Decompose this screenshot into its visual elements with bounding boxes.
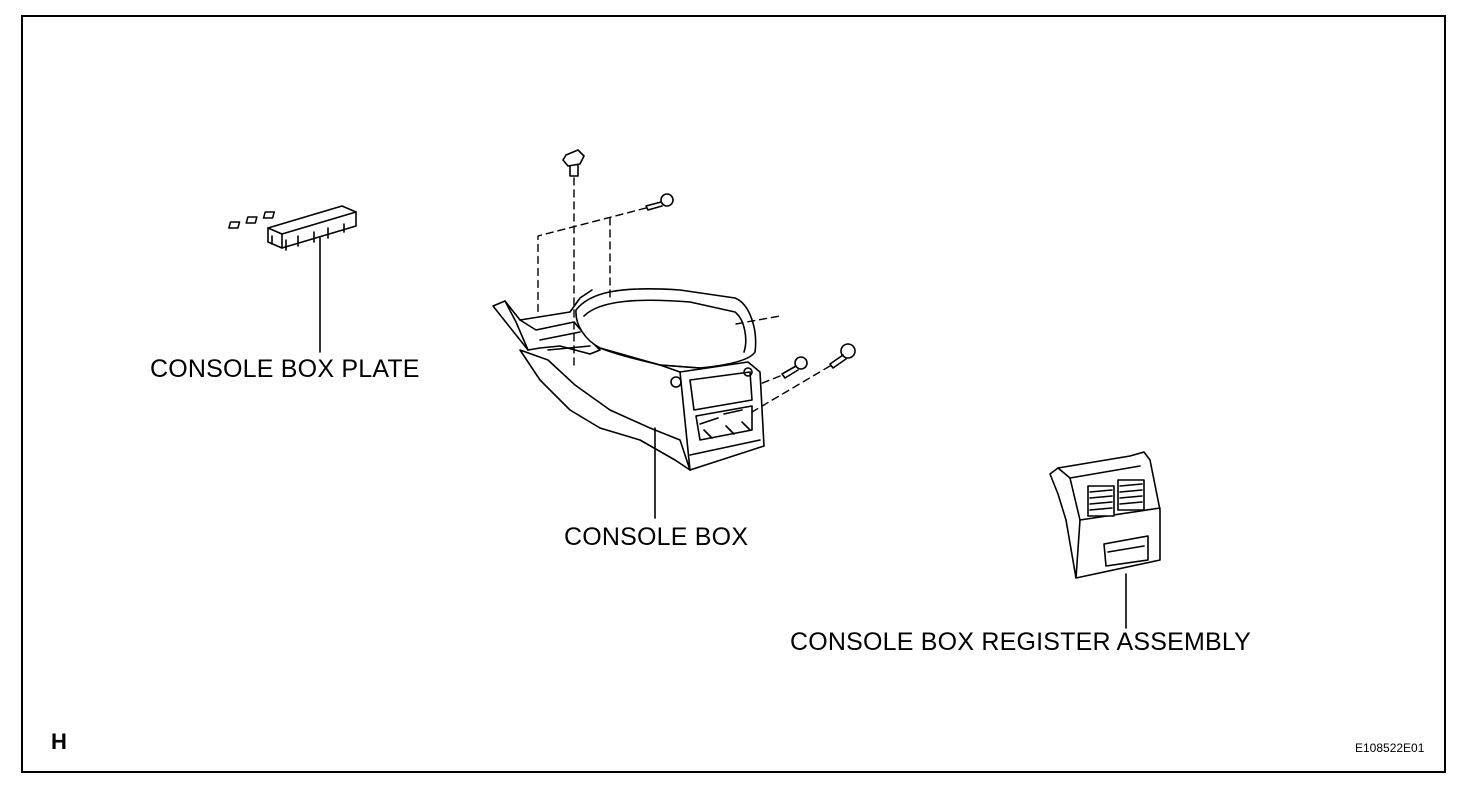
console-box-label: CONSOLE BOX xyxy=(564,523,749,551)
console-box-register-assembly-label: CONSOLE BOX REGISTER ASSEMBLY xyxy=(790,628,1252,656)
screw-clip-icons xyxy=(562,149,856,379)
figure-code: E108522E01 xyxy=(1355,741,1425,755)
console-box-plate-label: CONSOLE BOX PLATE xyxy=(150,355,420,383)
console-box-register-part xyxy=(1049,451,1161,629)
install-guide-lines xyxy=(537,177,831,413)
diagram-frame xyxy=(21,15,1446,773)
console-box-part xyxy=(492,288,765,519)
console-box-plate-part xyxy=(228,205,357,353)
view-letter: H xyxy=(51,729,67,754)
